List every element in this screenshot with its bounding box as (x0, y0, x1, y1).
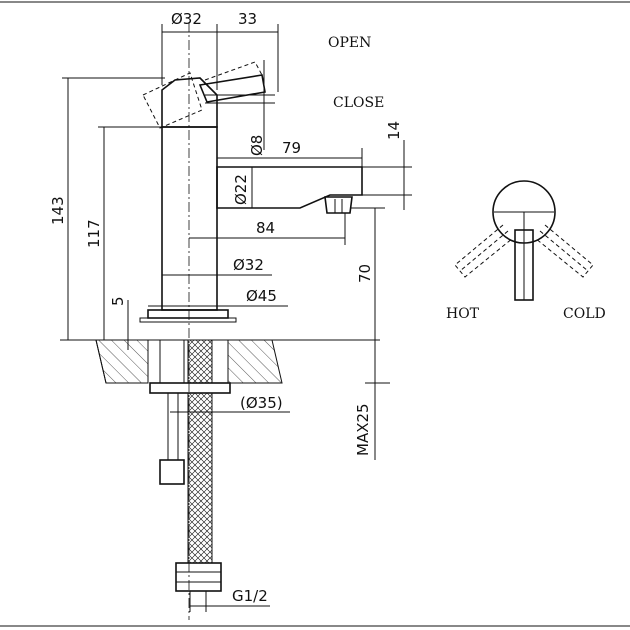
dimension-lines (62, 24, 412, 607)
dim-diameter-22: Ø22 (232, 174, 250, 205)
dim-diameter-35: (Ø35) (240, 394, 283, 412)
dim-14: 14 (385, 121, 403, 140)
cold-label: COLD (563, 306, 606, 322)
dim-diameter-45: Ø45 (246, 287, 277, 305)
dim-diameter-8: Ø8 (248, 135, 266, 156)
dim-5: 5 (109, 296, 127, 306)
dim-84: 84 (256, 219, 275, 237)
countertop-section (60, 339, 380, 384)
dim-70: 70 (356, 264, 374, 283)
lever-handle-alt (142, 61, 263, 129)
mounting-hardware (149, 339, 231, 612)
dimension-texts: Ø32 33 Ø8 14 79 Ø22 84 Ø32 Ø45 5 143 117… (49, 10, 403, 605)
open-label: OPEN (328, 35, 371, 51)
dim-79: 79 (282, 139, 301, 157)
close-label: CLOSE (333, 95, 384, 111)
dim-33: 33 (238, 10, 257, 28)
handle-rotation-diagram (454, 180, 594, 301)
dim-max-25: MAX25 (354, 403, 372, 456)
dim-143: 143 (49, 196, 67, 225)
dim-g-half: G1/2 (232, 587, 268, 605)
lever-handle (161, 74, 275, 128)
dim-117: 117 (85, 219, 103, 248)
hot-label: HOT (446, 306, 480, 322)
dim-diameter-32-body: Ø32 (233, 256, 264, 274)
dim-diameter-32-top: Ø32 (171, 10, 202, 28)
